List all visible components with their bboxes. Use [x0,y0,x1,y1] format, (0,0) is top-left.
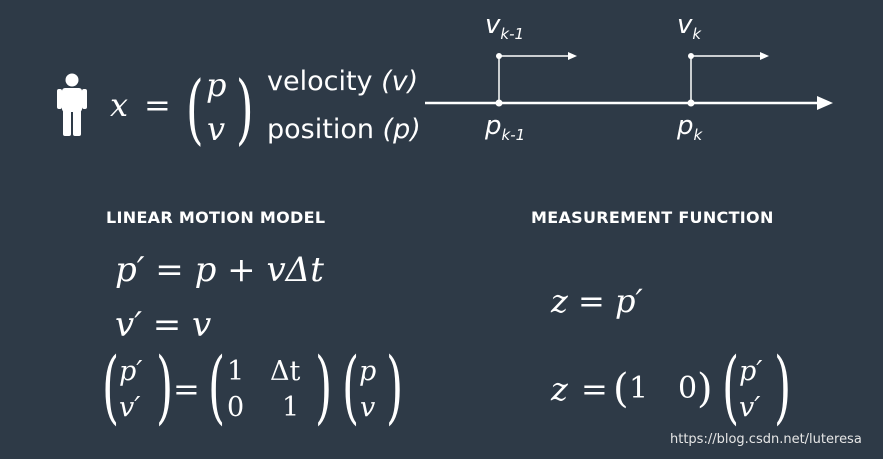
measurement-matrix-equals: = [581,370,608,408]
measurement-matrix-lhs: z [551,370,568,408]
position-label-k: pk [677,111,702,144]
motion-eq-position-rhs: = p + vΔt [155,250,324,290]
equals-sign: = [144,86,171,124]
timeline-axis-arrowhead [817,96,833,110]
measurement-vector-p-prime: p′ [739,356,763,387]
state-variable: x [110,86,129,124]
measurement-vector-left-paren: ( [722,340,740,433]
velocity-label-symbol: (v) [381,66,419,97]
position-dot-k [687,99,695,107]
velocity-arrowhead-k-1 [568,52,577,60]
matrix-cell-0-0: 1 [227,356,245,387]
row-cell-0: 1 [629,371,649,406]
matrix-cell-0-1: Δt [270,356,301,387]
measurement-eq-lhs: z [551,282,568,320]
measurement-eq: z = p′ [551,282,643,320]
person-icon [57,73,87,136]
velocity-label-k-1-base: v [485,10,501,40]
left-paren: ( [185,64,204,153]
position-label-k-1: pk-1 [485,111,525,144]
velocity-arrowhead-k [760,52,769,60]
measurement-eq-rhs: = p′ [578,282,643,320]
rhs-vector-v: v [360,392,376,423]
velocity-label-k-sub: k [692,25,702,44]
motion-eq-velocity: v′ = v [115,305,211,345]
position-label-k-sub: k [693,126,703,145]
measurement-heading: MEASUREMENT FUNCTION [531,208,774,227]
state-vector-equation: x = ( p v ) [106,64,256,158]
motion-eq-position: p′ = p + vΔt [115,250,324,290]
lhs-vector-v-prime: v′ [119,392,141,423]
position-label-k-1-base: p [485,111,502,141]
row-cell-1: 0 [678,371,698,406]
position-label-k-base: p [677,111,694,141]
row-right-paren: ) [697,366,713,412]
lhs-vector-p-prime: p′ [119,356,143,387]
velocity-label-k: vk [677,10,701,43]
rhs-vector-left-paren: ( [342,340,360,433]
measurement-matrix-equation: z = ( 1 0 ) ( p′ v′ ) [551,340,801,438]
lhs-vector-left-paren: ( [102,340,120,433]
position-label-text: position [267,114,374,145]
velocity-label-k-1: vk-1 [485,10,524,43]
position-label: position (p) [267,114,421,145]
measurement-vector-v-prime: v′ [739,392,761,423]
position-label-symbol: (p) [382,114,421,145]
velocity-label-k-base: v [677,10,693,40]
velocity-label-text: velocity [267,66,373,97]
velocity-label: velocity (v) [267,66,418,97]
matrix-right-paren: ) [315,340,333,433]
matrix-left-paren: ( [208,340,226,433]
measurement-vector-right-paren: ) [774,340,792,433]
motion-matrix-equation: ( p′ v′ ) = ( 1 Δt 0 1 ) ( p v ) [95,340,415,438]
motion-eq-velocity-lhs: v′ [115,305,142,345]
lhs-vector-right-paren: ) [156,340,174,433]
motion-eq-position-lhs: p′ [115,250,145,290]
row-left-paren: ( [613,366,629,412]
state-component-p: p [206,66,227,104]
timeline-diagram [425,52,833,110]
rhs-vector-right-paren: ) [386,340,404,433]
velocity-dot-k [688,53,694,59]
velocity-label-k-1-sub: k-1 [500,25,525,44]
right-paren: ) [235,64,254,153]
rhs-vector-p: p [359,356,377,387]
position-label-k-1-sub: k-1 [501,126,526,145]
position-dot-k-1 [495,99,503,107]
motion-model-heading: LINEAR MOTION MODEL [106,208,326,227]
velocity-dot-k-1 [496,53,502,59]
matrix-equals-sign: = [173,370,200,408]
matrix-cell-1-0: 0 [227,392,245,423]
state-component-v: v [207,110,226,148]
motion-eq-velocity-rhs: = v [152,305,212,345]
matrix-cell-1-1: 1 [282,392,300,423]
watermark: https://blog.csdn.net/luteresa [670,432,862,447]
